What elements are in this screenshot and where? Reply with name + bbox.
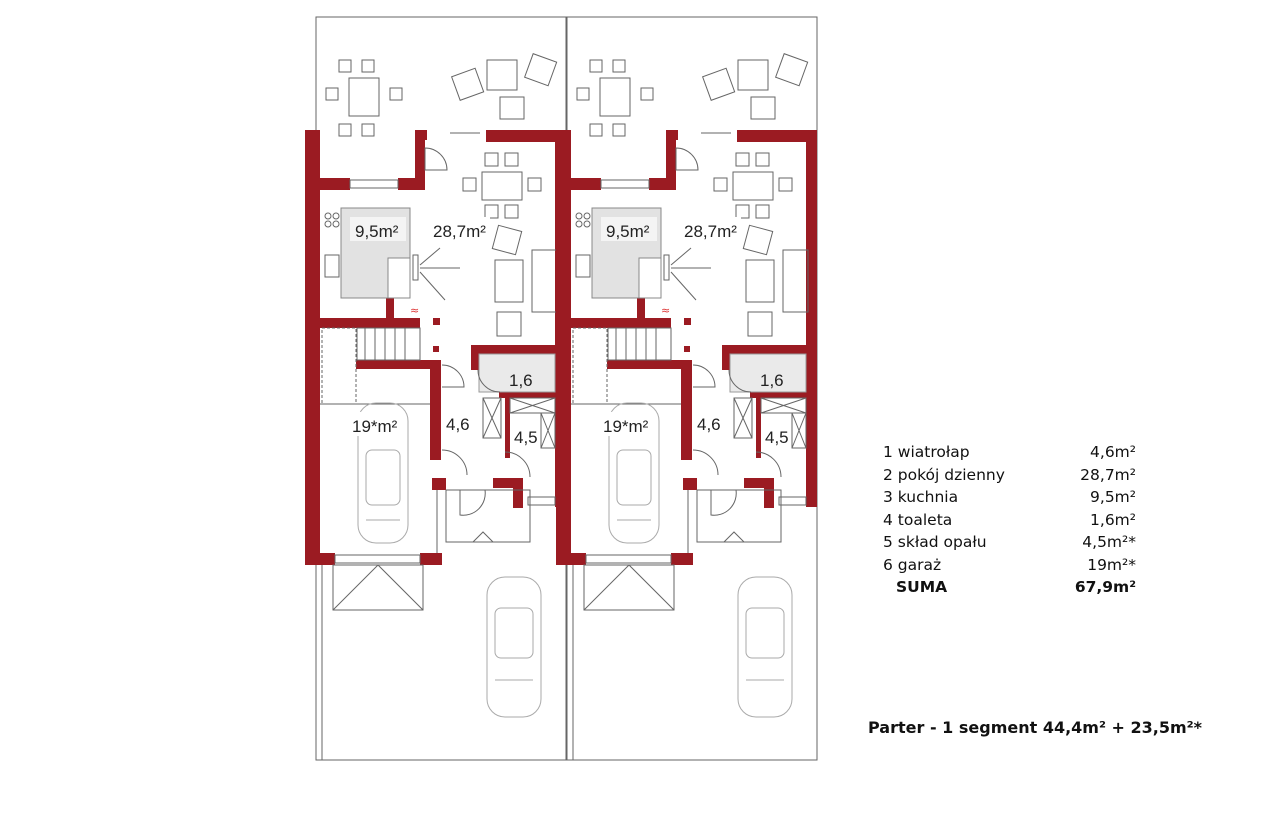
legend-room-area: 4,5m²* <box>1082 533 1136 551</box>
driveway-car <box>486 576 542 718</box>
legend-room-name: 6 garaż <box>883 555 942 574</box>
legend-total-value: 67,9m² <box>1074 578 1136 596</box>
room-label-garage: 19*m² <box>352 417 398 436</box>
storage-shelves <box>733 397 807 449</box>
room-label-living: 28,7m² <box>684 222 737 241</box>
walls <box>556 130 817 565</box>
legend-room-name: 1 wiatrołap <box>883 443 970 461</box>
doors <box>675 147 782 516</box>
floor-summary: Parter - 1 segment 44,4m² + 23,5m²* <box>868 718 1203 737</box>
stairs <box>320 327 430 405</box>
terrace-lounge-set <box>450 53 558 120</box>
legend-row: 1 wiatrołap 4,6m² <box>883 441 1136 464</box>
fireplace <box>663 254 670 281</box>
legend-row: 2 pokój dzienny 28,7m² <box>883 464 1136 487</box>
stove <box>575 212 591 278</box>
fireplace <box>412 254 419 281</box>
legend-room-name: 2 pokój dzienny <box>883 465 1005 484</box>
area-legend: 1 wiatrołap 4,6m² 2 pokój dzienny 28,7m² 3 k… <box>883 441 1136 599</box>
carport-canopy <box>321 564 424 760</box>
entrance-porch <box>687 489 782 553</box>
room-label-garage: 19*m² <box>603 417 649 436</box>
entrance-porch <box>436 489 531 553</box>
house-segment: ≈ <box>305 16 567 761</box>
living-set <box>742 224 809 337</box>
legend-row: 4 toaleta 1,6m² <box>883 509 1136 532</box>
dining-set <box>462 152 542 219</box>
windows <box>585 132 807 564</box>
garage-car <box>608 402 660 544</box>
room-label-kitchen: 9,5m² <box>355 222 399 241</box>
legend-room-name: 5 skład opału <box>883 533 987 551</box>
toilet-room <box>729 353 807 393</box>
garage-car <box>357 402 409 544</box>
doors <box>424 147 531 516</box>
house-segment: ≈ <box>556 16 818 761</box>
windows <box>334 132 556 564</box>
legend-row: 5 skład opału 4,5m²* <box>883 531 1136 554</box>
legend-total: SUMA 67,9m² <box>883 576 1136 599</box>
storage-shelves <box>482 397 556 449</box>
legend-room-name: 3 kuchnia <box>883 488 959 506</box>
room-label-vestibule: 4,6 <box>697 415 721 434</box>
room-label-kitchen: 9,5m² <box>606 222 650 241</box>
stove <box>324 212 340 278</box>
terrace-lounge-set <box>701 53 809 120</box>
legend-room-area: 4,6m² <box>1090 443 1136 461</box>
room-label-storage: 4,5 <box>514 428 538 447</box>
legend-total-label: SUMA <box>896 578 948 596</box>
heater-icon: ≈ <box>410 304 419 317</box>
dining-set <box>713 152 793 219</box>
legend-room-area: 9,5m² <box>1090 488 1136 506</box>
carport-canopy <box>572 564 675 760</box>
terrace-dining-set <box>325 59 403 137</box>
walls <box>305 130 566 565</box>
legend-row: 6 garaż 19m²* <box>883 554 1136 577</box>
driveway-car <box>737 576 793 718</box>
heater-icon: ≈ <box>661 304 670 317</box>
room-label-storage: 4,5 <box>765 428 789 447</box>
room-label-toilet: 1,6 <box>760 371 784 390</box>
stairs <box>571 327 681 405</box>
room-label-vestibule: 4,6 <box>446 415 470 434</box>
legend-row: 3 kuchnia 9,5m² <box>883 486 1136 509</box>
living-set <box>491 224 558 337</box>
terrace-dining-set <box>576 59 654 137</box>
legend-room-name: 4 toaleta <box>883 510 953 529</box>
room-label-living: 28,7m² <box>433 222 486 241</box>
toilet-room <box>478 353 556 393</box>
room-label-toilet: 1,6 <box>509 371 533 390</box>
legend-room-area: 1,6m² <box>1090 510 1136 529</box>
legend-room-area: 28,7m² <box>1080 465 1136 484</box>
legend-room-area: 19m²* <box>1087 555 1136 574</box>
